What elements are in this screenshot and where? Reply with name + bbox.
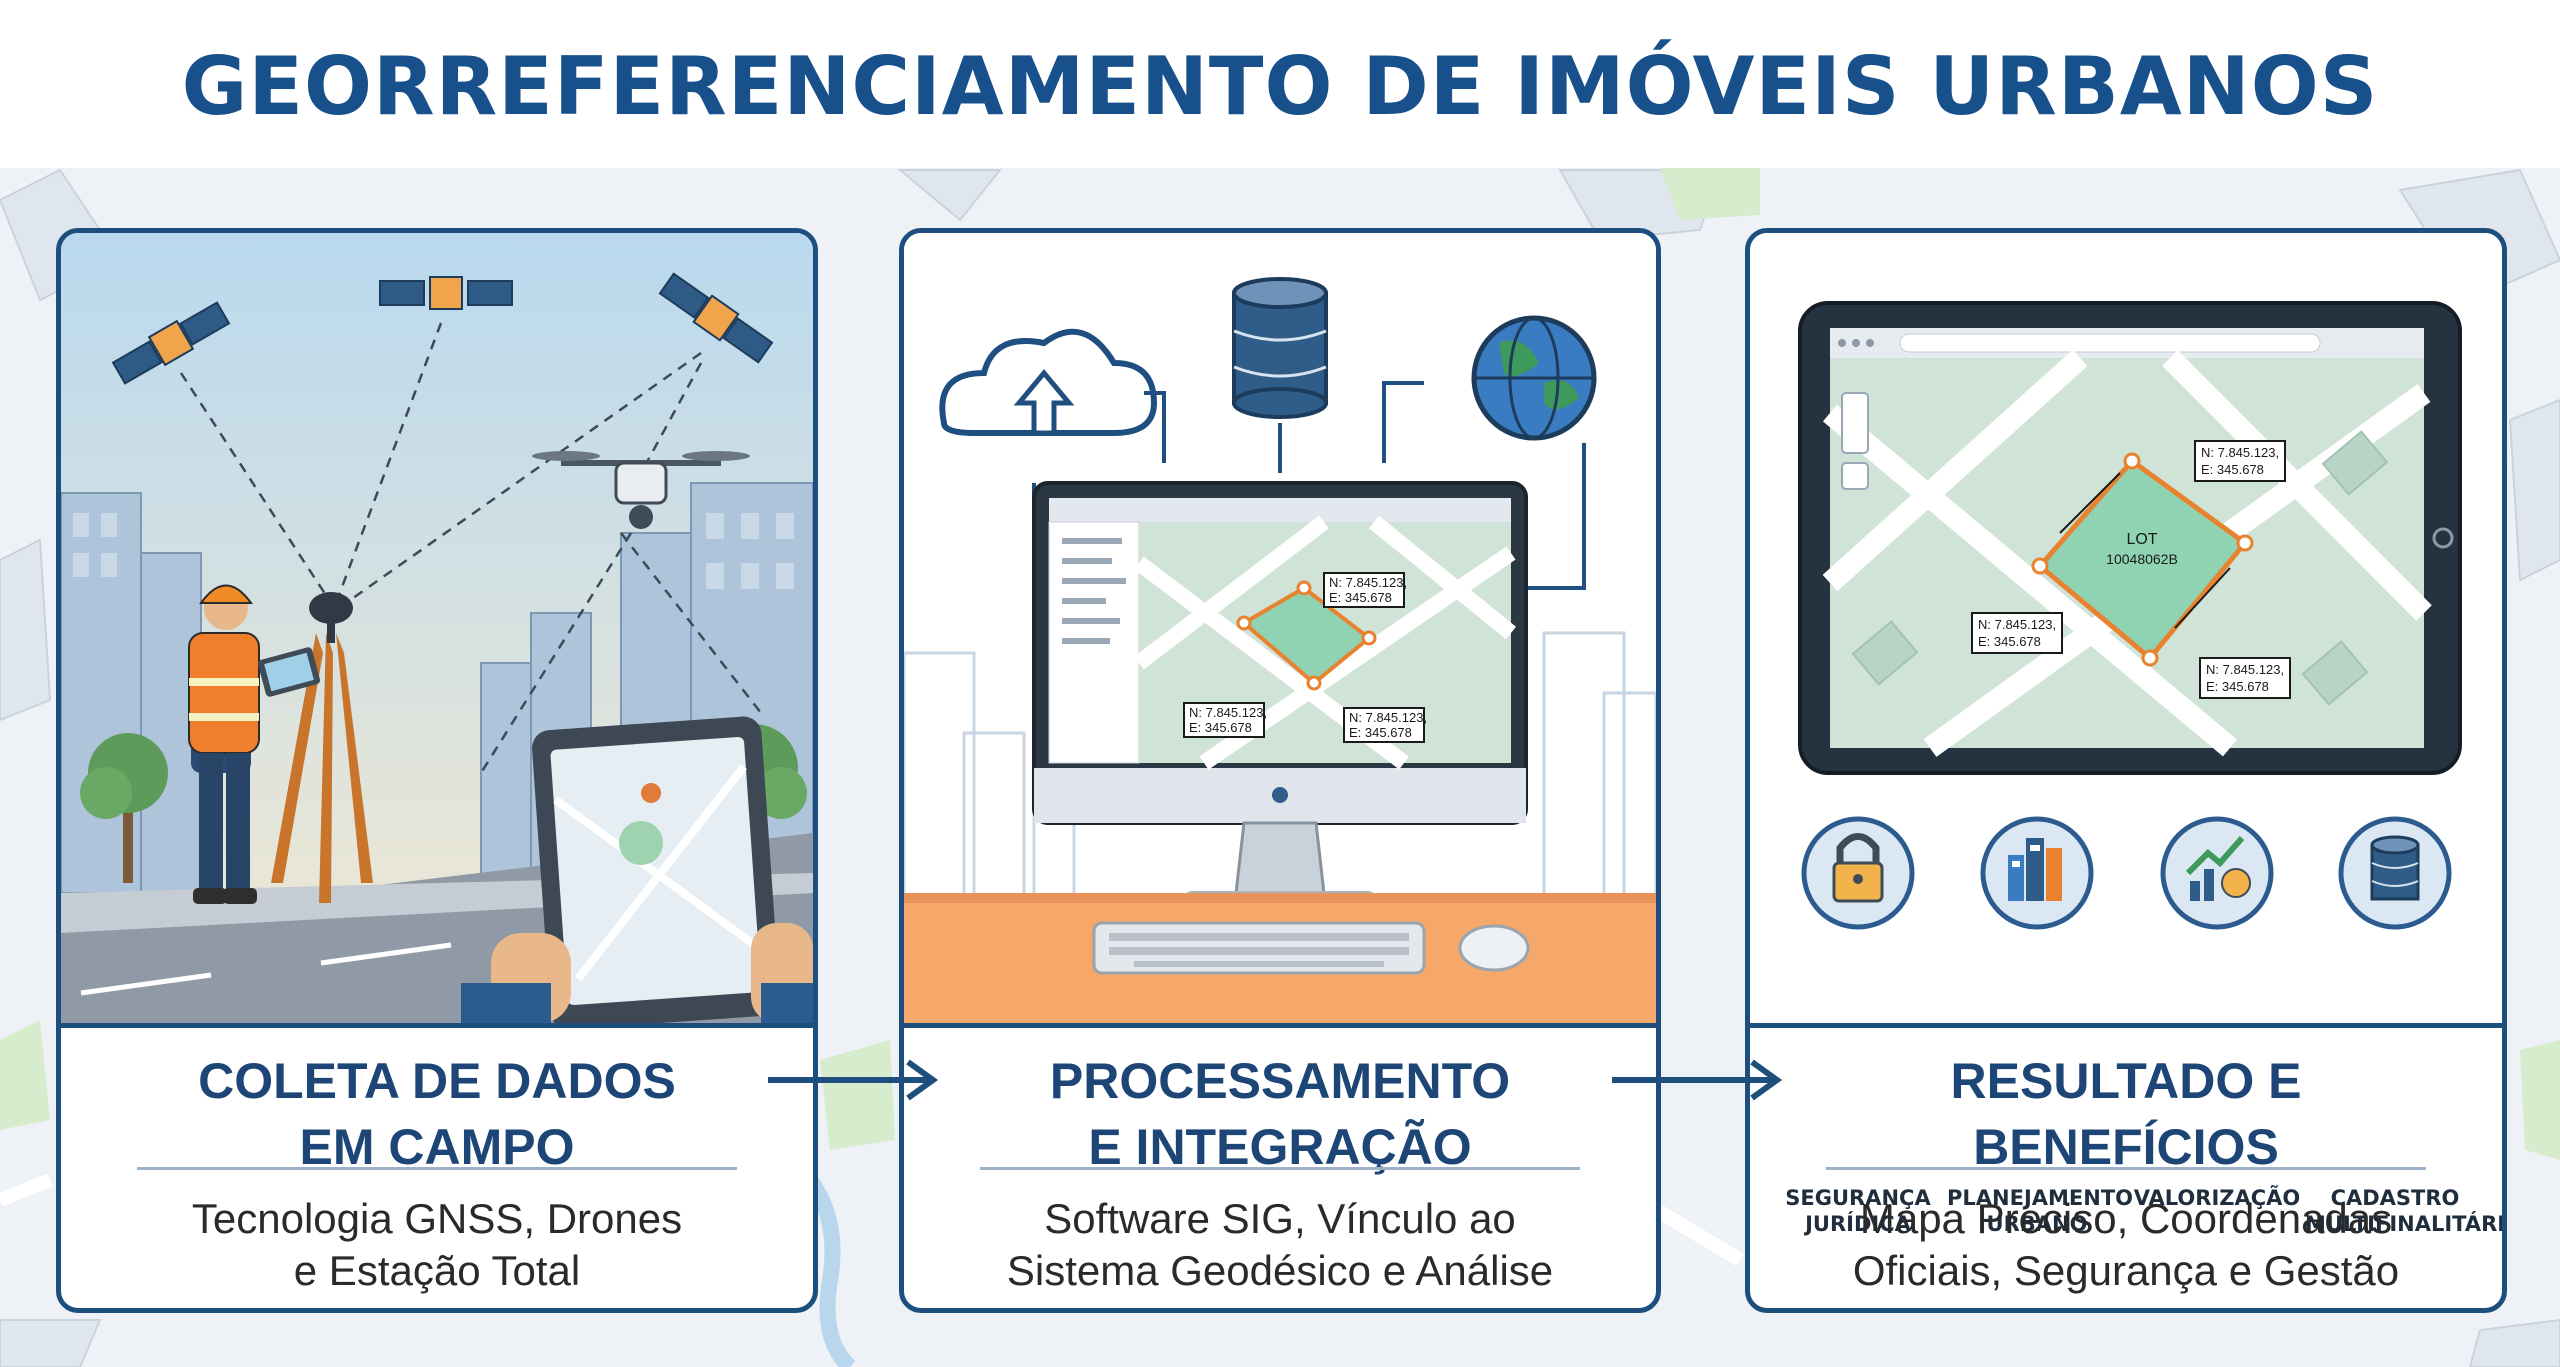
panel-title: PROCESSAMENTO E INTEGRAÇÃO (1049, 1053, 1511, 1175)
desktop-monitor-icon: N: 7.845.123, E: 345.678 N: 7.845.123, E… (1032, 481, 1528, 909)
coord-label-e: E: 345.678 (1349, 725, 1412, 740)
coord-label-n: N: 7.845.123, (1189, 705, 1267, 720)
tablet-map-icon (461, 716, 813, 1023)
benefit-label-valuation: VALORIZAÇÃO (2133, 1186, 2301, 1210)
flow-arrow-icon (768, 1059, 939, 1101)
benefit-label-urban-planning: PLANEJAMENTO URBANO (1947, 1186, 2134, 1236)
flow-arrow-icon (1612, 1059, 1783, 1101)
cloud-upload-icon (939, 328, 1158, 436)
panel-title: COLETA DE DADOS EM CAMPO (198, 1053, 676, 1175)
main-title: GEORREFERENCIAMENTO DE IMÓVEIS URBANOS (181, 40, 2379, 133)
coord-label-e: E: 345.678 (1978, 634, 2041, 649)
satellite-icon (111, 272, 774, 385)
panel-description: Tecnologia GNSS, Drones e Estação Total (191, 1195, 683, 1294)
coord-label-n: N: 7.845.123, (1349, 710, 1427, 725)
surveyor-figure (188, 584, 373, 904)
coord-label-n: N: 7.845.123, (1329, 575, 1407, 590)
panel-description: Mapa Preciso, Coordenadas Oficiais, Segu… (1852, 1195, 2400, 1294)
database-icon (2338, 816, 2452, 930)
tablet-device-icon: LOT 10048062B N: 7.845.123, E: 345.678 N… (1798, 301, 2462, 775)
lot-id: 10048062B (2106, 551, 2178, 567)
mouse-icon (1458, 924, 1530, 972)
results-illustration: LOT 10048062B N: 7.845.123, E: 345.678 N… (1750, 233, 2502, 1028)
panel-divider (1826, 1167, 2426, 1170)
keyboard-icon (1092, 921, 1426, 975)
panel-processing: N: 7.845.123, E: 345.678 N: 7.845.123, E… (899, 228, 1661, 1313)
globe-icon (1471, 315, 1597, 441)
drone-icon (532, 451, 750, 529)
padlock-icon (1801, 816, 1915, 930)
panel-divider (980, 1167, 1580, 1170)
benefit-label-legal-security: SEGURANÇA JURÍDICA (1785, 1186, 1931, 1236)
field-survey-illustration (61, 233, 813, 1028)
database-icon (1232, 277, 1328, 419)
panel-results: LOT 10048062B N: 7.845.123, E: 345.678 N… (1745, 228, 2507, 1313)
panel-title: RESULTADO E BENEFÍCIOS (1950, 1053, 2302, 1175)
panel-divider (137, 1167, 737, 1170)
growth-chart-icon (2160, 816, 2274, 930)
coord-label-e: E: 345.678 (2201, 462, 2264, 477)
coord-label-n: N: 7.845.123, (2206, 662, 2284, 677)
lot-label: LOT (2126, 531, 2157, 548)
header-bar: GEORREFERENCIAMENTO DE IMÓVEIS URBANOS (0, 0, 2560, 168)
panel-description: Software SIG, Vínculo ao Sistema Geodési… (1006, 1195, 1554, 1294)
buildings-icon (1980, 816, 2094, 930)
coord-label-e: E: 345.678 (2206, 679, 2269, 694)
benefit-label-multipurpose-cadastre: CADASTRO MULTIFINALITÁRIO (2305, 1186, 2507, 1236)
processing-illustration: N: 7.845.123, E: 345.678 N: 7.845.123, E… (904, 233, 1656, 1028)
coord-label-e: E: 345.678 (1329, 590, 1392, 605)
coord-label-n: N: 7.845.123, (2201, 445, 2279, 460)
coord-label-e: E: 345.678 (1189, 720, 1252, 735)
panel-field-collection: COLETA DE DADOS EM CAMPO Tecnologia GNSS… (56, 228, 818, 1313)
coord-label-n: N: 7.845.123, (1978, 617, 2056, 632)
